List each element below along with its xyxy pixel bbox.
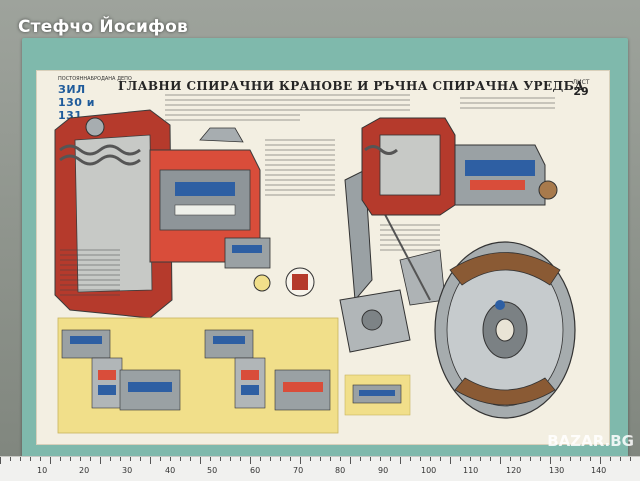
ruler-tick (480, 457, 481, 461)
ruler-tick (80, 457, 81, 461)
ruler-tick (390, 457, 391, 461)
ruler-tick (340, 457, 341, 461)
ruler-number: 70 (293, 466, 304, 475)
ruler-tick (580, 457, 581, 461)
ruler-tick (460, 457, 461, 461)
ruler-tick (410, 457, 411, 461)
ruler-tick (400, 457, 401, 464)
ruler-tick (240, 457, 241, 461)
ruler-number: 20 (79, 466, 90, 475)
ruler-number: 90 (378, 466, 389, 475)
ruler-number: 10 (37, 466, 48, 475)
ruler-tick (190, 457, 191, 461)
ruler-number: 140 (591, 466, 607, 475)
ruler-tick (130, 457, 131, 461)
ruler-tick (30, 457, 31, 461)
ruler-number: 60 (250, 466, 261, 475)
ruler-tick (380, 457, 381, 461)
ruler-tick (530, 457, 531, 461)
ruler-tick (280, 457, 281, 461)
ruler-number: 80 (335, 466, 346, 475)
ruler-tick (120, 457, 121, 461)
ruler-tick (490, 457, 491, 461)
ruler-number: 50 (207, 466, 218, 475)
ruler-tick (550, 457, 551, 464)
logo-caption: ПОСТОЯННАБРОДАНА ДЕПО (58, 76, 132, 82)
parking-brake-drum (434, 241, 576, 419)
ruler-tick (220, 457, 221, 461)
ruler-tick (440, 457, 441, 461)
ruler-tick (500, 457, 501, 464)
ruler-tick (620, 457, 621, 461)
seller-watermark: Стефчо Йосифов (18, 17, 188, 37)
ruler-tick (300, 457, 301, 464)
ruler-tick (180, 457, 181, 461)
ruler-number: 30 (122, 466, 133, 475)
ruler-tick (170, 457, 171, 461)
ruler-number: 120 (506, 466, 522, 475)
ruler-tick (560, 457, 561, 461)
ruler-tick (470, 457, 471, 461)
sheet-label: ЛИСТ (572, 79, 590, 86)
ruler-tick (110, 457, 111, 461)
ruler-number: 100 (421, 466, 437, 475)
ruler-strip: 10 20 30 40 50 60 70 80 90 100 110 120 130 140 (0, 456, 640, 481)
ruler-tick (230, 457, 231, 461)
ruler-tick (150, 457, 151, 464)
ruler-tick (0, 457, 1, 464)
ruler-tick (40, 457, 41, 461)
ruler-tick (260, 457, 261, 461)
ruler-tick (630, 457, 631, 461)
ruler-tick (540, 457, 541, 461)
ruler-tick (590, 457, 591, 461)
ruler-tick (510, 457, 511, 461)
ruler-tick (310, 457, 311, 461)
site-watermark: BAZAR.BG (547, 432, 634, 450)
legend-text-lines (60, 94, 555, 296)
main-brake-valve-cutaway (54, 109, 315, 319)
ruler-number: 130 (549, 466, 565, 475)
ruler-tick (200, 457, 201, 464)
ruler-tick (320, 457, 321, 461)
sheet-number: 29 (573, 85, 589, 98)
ruler-tick (50, 457, 51, 464)
ruler-tick (360, 457, 361, 461)
logo-text: ЗИЛ 130 и 131 (58, 83, 95, 122)
ruler-tick (290, 457, 291, 461)
ruler-tick (160, 457, 161, 461)
ruler-tick (420, 457, 421, 461)
ruler-number: 110 (463, 466, 479, 475)
ruler-tick (610, 457, 611, 461)
ruler-tick (450, 457, 451, 464)
ruler-tick (270, 457, 271, 461)
poster-title: ГЛАВНИ СПИРАЧНИ КРАНОВЕ И РЪЧНА СПИРАЧНА… (118, 79, 585, 93)
ruler-tick (210, 457, 211, 461)
ruler-tick (520, 457, 521, 461)
ruler-tick (100, 457, 101, 464)
ruler-number: 40 (165, 466, 176, 475)
ruler-tick (430, 457, 431, 461)
ruler-tick (10, 457, 11, 461)
secondary-brake-valve (361, 117, 558, 216)
ruler-tick (70, 457, 71, 461)
ruler-tick (330, 457, 331, 461)
ruler-tick (600, 457, 601, 464)
brand-logo: ПОСТОЯННАБРОДАНА ДЕПО ЗИЛ 130 и 131 (58, 76, 132, 122)
ruler-tick (90, 457, 91, 461)
ruler-tick (250, 457, 251, 464)
ruler-tick (370, 457, 371, 461)
ruler-tick (20, 457, 21, 461)
sheet-number-box: ЛИСТ 29 (564, 79, 598, 97)
ruler-tick (350, 457, 351, 464)
ruler-tick (140, 457, 141, 461)
ruler-tick (570, 457, 571, 461)
ruler-tick (60, 457, 61, 461)
operating-schemes-panel (57, 317, 411, 434)
